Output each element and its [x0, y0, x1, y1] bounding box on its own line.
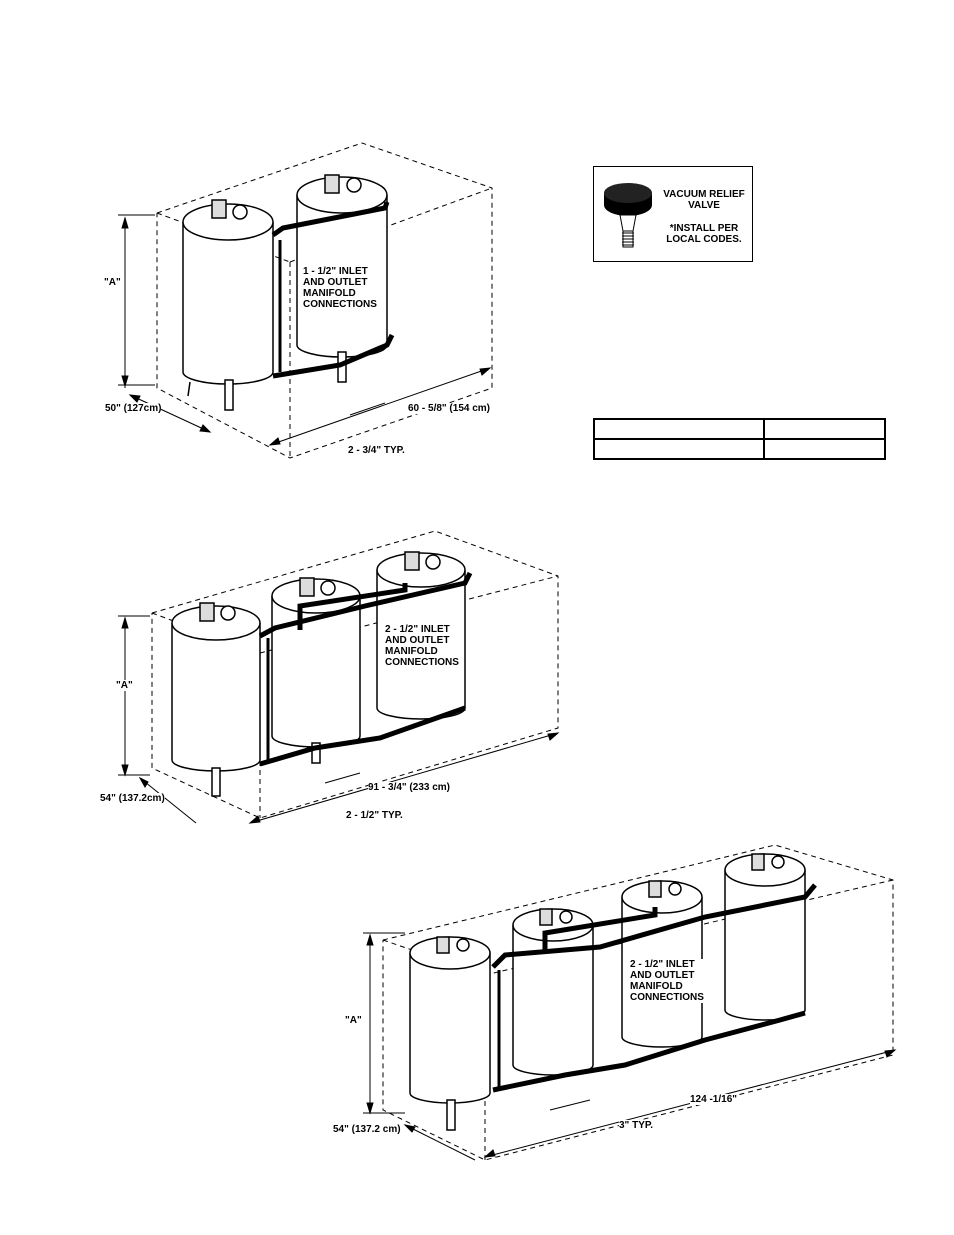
figure-three-heater-manifold: "A" 54" (137.2cm) 91 - 3/4" (233 cm) 2 -…: [100, 528, 565, 824]
height-dimension: [118, 615, 150, 777]
width-label: 91 - 3/4" (233 cm): [368, 782, 451, 793]
depth-dimension: [403, 1124, 476, 1161]
table-cell: [763, 418, 886, 440]
three-heater-drawing: [118, 530, 560, 824]
vacuum-relief-valve-callout: VACUUM RELIEF VALVE *INSTALL PER LOCAL C…: [593, 166, 753, 262]
tank-1: [171, 602, 261, 797]
table-cell: [593, 438, 765, 460]
vacuum-relief-valve-icon: [604, 183, 652, 248]
manifold-connections-label: 2 - 1/2" INLET AND OUTLET MANIFOLD CONNE…: [630, 959, 704, 1003]
manifold-piping: [491, 883, 817, 1093]
height-label: "A": [104, 277, 121, 288]
figure-two-heater-manifold: "A" 50" (127cm) 60 - 5/8" (154 cm) 2 - 3…: [100, 140, 500, 480]
table-cell: [763, 438, 886, 460]
figure-four-heater-manifold: "A" 54" (137.2 cm) 124 -1/16" 3" TYP. 2 …: [325, 825, 900, 1170]
manifold-connections-label: 1 - 1/2" INLET AND OUTLET MANIFOLD CONNE…: [303, 266, 377, 310]
valve-install-note: *INSTALL PER LOCAL CODES.: [656, 223, 752, 245]
spacing-label: 2 - 1/2" TYP.: [346, 810, 403, 821]
spacing-label: 3" TYP.: [619, 1120, 654, 1131]
four-heater-drawing: [363, 844, 897, 1161]
depth-label: 50" (127cm): [105, 403, 162, 414]
manifold-connections-label: 2 - 1/2" INLET AND OUTLET MANIFOLD CONNE…: [385, 624, 459, 668]
tank-1: [409, 936, 491, 1131]
spacing-label: 2 - 3/4" TYP.: [348, 445, 405, 456]
depth-label: 54" (137.2 cm): [333, 1124, 401, 1135]
depth-dimension: [128, 394, 212, 433]
table-row: [593, 418, 886, 440]
manifold-piping: [258, 571, 473, 767]
table-row: [593, 438, 886, 460]
tank-2: [296, 174, 388, 383]
table-cell: [593, 418, 765, 440]
width-dimension: [268, 367, 492, 446]
tank-2: [512, 908, 594, 1076]
depth-label: 54" (137.2cm): [100, 793, 165, 804]
width-label: 124 -1/16": [690, 1094, 737, 1105]
height-label: "A": [345, 1015, 362, 1026]
valve-title: VACUUM RELIEF VALVE: [656, 189, 752, 211]
manifold-piping: [271, 201, 395, 379]
tank-1: [182, 199, 274, 411]
two-heater-drawing: [118, 142, 493, 459]
tank-4: [724, 853, 806, 1021]
depth-dimension: [138, 776, 197, 824]
width-dimension: [248, 732, 560, 824]
blank-table: [593, 418, 886, 460]
width-label: 60 - 5/8" (154 cm): [408, 403, 491, 414]
height-dimension: [363, 932, 405, 1115]
height-dimension: [118, 214, 155, 388]
height-label: "A": [116, 680, 133, 691]
